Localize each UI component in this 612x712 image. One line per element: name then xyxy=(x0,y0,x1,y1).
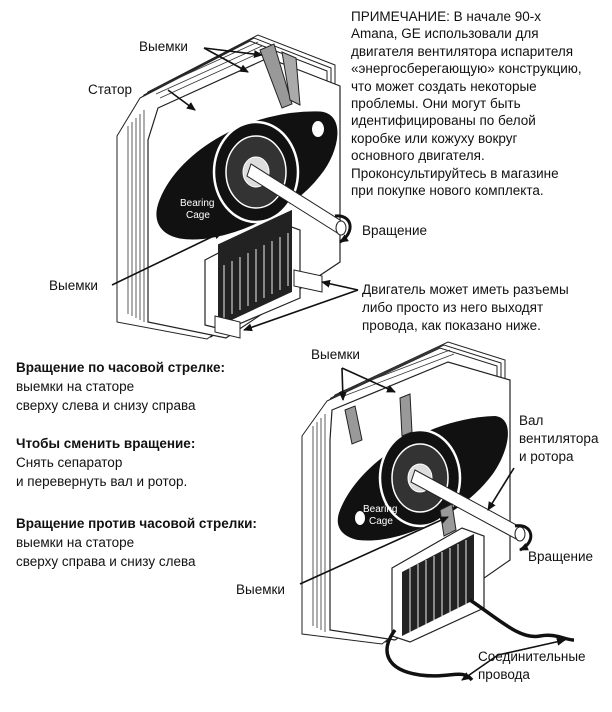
top-bearing-cage-label-1: Bearing xyxy=(180,198,214,209)
bottom-shaft-end xyxy=(514,526,526,542)
leader-lines xyxy=(111,47,566,681)
wires-label-line-1: Соединительные xyxy=(478,649,586,664)
bottom-mount-hole xyxy=(353,509,367,527)
note-line: коробке или кожуху вокруг xyxy=(351,130,518,146)
bottom-coil xyxy=(402,534,474,636)
note-block: ПРИМЕЧАНИЕ: В начале 90-х Amana, GE испо… xyxy=(351,8,609,199)
ccw-instructions: Вращение против часовой стрелки: выемки … xyxy=(16,514,257,571)
shaft-label-line-1: Вал xyxy=(519,413,544,428)
note-line: основного двигателя. xyxy=(351,148,485,164)
note-line: двигателя вентилятора испарителя xyxy=(351,43,574,59)
bottom-bearing-cage-label-1: Bearing xyxy=(363,504,397,515)
top-coil xyxy=(218,209,292,327)
bottom-notch-right xyxy=(399,393,413,437)
bottom-notches-bottom-label: Выемки xyxy=(236,582,285,597)
cw-heading: Вращение по часовой стрелке: xyxy=(16,360,225,375)
top-connector-tab-2 xyxy=(214,315,241,339)
leads-label-line-3: провода, как показано ниже. xyxy=(362,318,541,333)
top-notches-top xyxy=(259,43,293,109)
shaft-label-line-2: вентилятора xyxy=(519,431,599,446)
cw-instructions: Вращение по часовой стрелке: выемки на с… xyxy=(16,358,225,415)
top-rotation-arc xyxy=(334,214,352,244)
top-motor xyxy=(116,34,352,340)
leads-label-line-2: либо просто из него выходят xyxy=(362,300,544,315)
top-mount-hole xyxy=(310,119,326,139)
note-line: Amana, GE использовали для xyxy=(351,26,539,42)
ccw-heading: Вращение против часовой стрелки: xyxy=(16,516,257,531)
top-connector-tab-1 xyxy=(293,269,323,293)
note-line: при покупке нового комплекта. xyxy=(351,183,544,199)
cw-line-1: выемки на статоре xyxy=(16,379,135,394)
note-line: проблемы. Они могут быть xyxy=(351,96,521,112)
top-stator-laminations xyxy=(127,41,267,322)
note-line: идентифицированы по белой xyxy=(351,113,536,129)
top-notches-bottom-label: Выемки xyxy=(49,278,98,293)
bottom-rotation-label: Вращение xyxy=(528,549,593,564)
shaft-label-line-3: и ротора xyxy=(519,449,574,464)
note-line: «энергосберегающую» конструкцию, xyxy=(351,61,582,77)
top-rotation-label: Вращение xyxy=(362,223,427,238)
note-line: ПРИМЕЧАНИЕ: В начале 90-х xyxy=(351,9,541,24)
note-line: Проконсультируйтесь в магазине xyxy=(351,165,559,181)
bottom-stator-laminations xyxy=(312,349,455,632)
bottom-notch-left xyxy=(344,405,363,445)
change-heading: Чтобы сменить вращение: xyxy=(16,436,196,451)
change-instructions: Чтобы сменить вращение: Снять сепаратор … xyxy=(16,434,195,491)
ccw-line-2: сверху справа и снизу слева xyxy=(16,554,196,569)
bottom-motor xyxy=(301,341,575,682)
top-notches-top-2 xyxy=(281,51,301,106)
change-line-2: и перевернуть вал и ротор. xyxy=(16,474,188,489)
top-coil-lines xyxy=(223,233,289,318)
change-line-1: Снять сепаратор xyxy=(16,455,123,470)
bottom-notches-label: Выемки xyxy=(311,347,360,362)
note-line: что может создать некоторые xyxy=(351,78,537,94)
top-notches-label: Выемки xyxy=(139,39,188,54)
cw-line-2: сверху слева и снизу справа xyxy=(16,398,196,413)
bottom-wire-2 xyxy=(469,598,575,642)
ccw-line-1: выемки на статоре xyxy=(16,535,135,550)
wires-label-line-2: провода xyxy=(478,667,530,682)
top-bearing-cage-label-2: Cage xyxy=(186,210,210,221)
top-shaft-end xyxy=(335,220,347,236)
leads-label-line-1: Двигатель может иметь разъемы xyxy=(362,282,569,297)
bottom-bearing-cage-label-2: Cage xyxy=(369,516,393,527)
stator-label: Статор xyxy=(88,82,133,97)
bottom-rotation-arc xyxy=(514,524,533,552)
